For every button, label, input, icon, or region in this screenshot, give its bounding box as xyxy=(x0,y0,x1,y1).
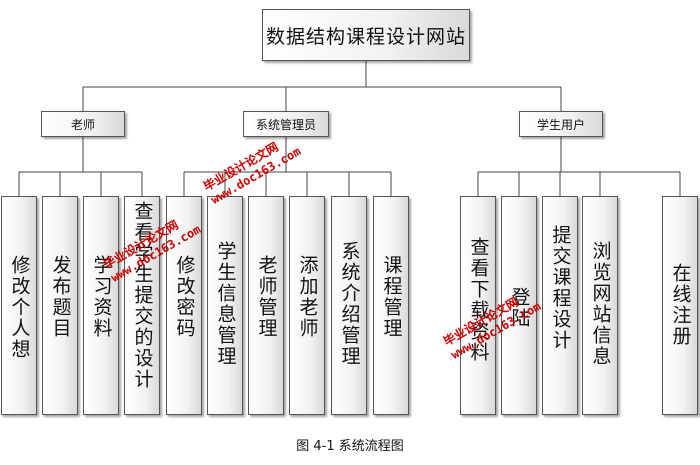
leaf-node-admin-course-management: 课程管理 xyxy=(373,196,409,415)
group-node-teacher: 老师 xyxy=(41,111,125,137)
leaf-node-student-download: 查看下载资料 xyxy=(460,196,496,415)
leaf-node-admin-change-password: 修改密码 xyxy=(166,196,202,415)
group-node-student: 学生用户 xyxy=(519,111,603,137)
leaf-node-teacher-publish-topic: 发布题目 xyxy=(42,196,78,415)
leaf-node-teacher-edit-profile: 修改个人想 xyxy=(1,196,37,415)
leaf-node-admin-student-info: 学生信息管理 xyxy=(207,196,243,415)
leaf-node-teacher-study-material: 学习资料 xyxy=(83,196,119,415)
group-node-admin: 系统管理员 xyxy=(243,111,329,137)
leaf-node-student-login: 登陆 xyxy=(501,196,537,415)
leaf-node-student-browse-info: 浏览网站信息 xyxy=(582,196,618,415)
leaf-node-student-submit-design: 提交课程设计 xyxy=(542,196,578,415)
root-node: 数据结构课程设计网站 xyxy=(262,9,470,61)
leaf-node-admin-system-intro: 系统介绍管理 xyxy=(331,196,367,415)
leaf-node-teacher-view-submissions: 查看学生提交的设计 xyxy=(124,196,160,415)
leaf-node-admin-teacher-management: 老师管理 xyxy=(248,196,284,415)
figure-caption: 图 4-1 系统流程图 xyxy=(296,439,404,454)
leaf-node-student-register: 在线注册 xyxy=(662,196,698,415)
leaf-node-admin-add-teacher: 添加老师 xyxy=(289,196,325,415)
